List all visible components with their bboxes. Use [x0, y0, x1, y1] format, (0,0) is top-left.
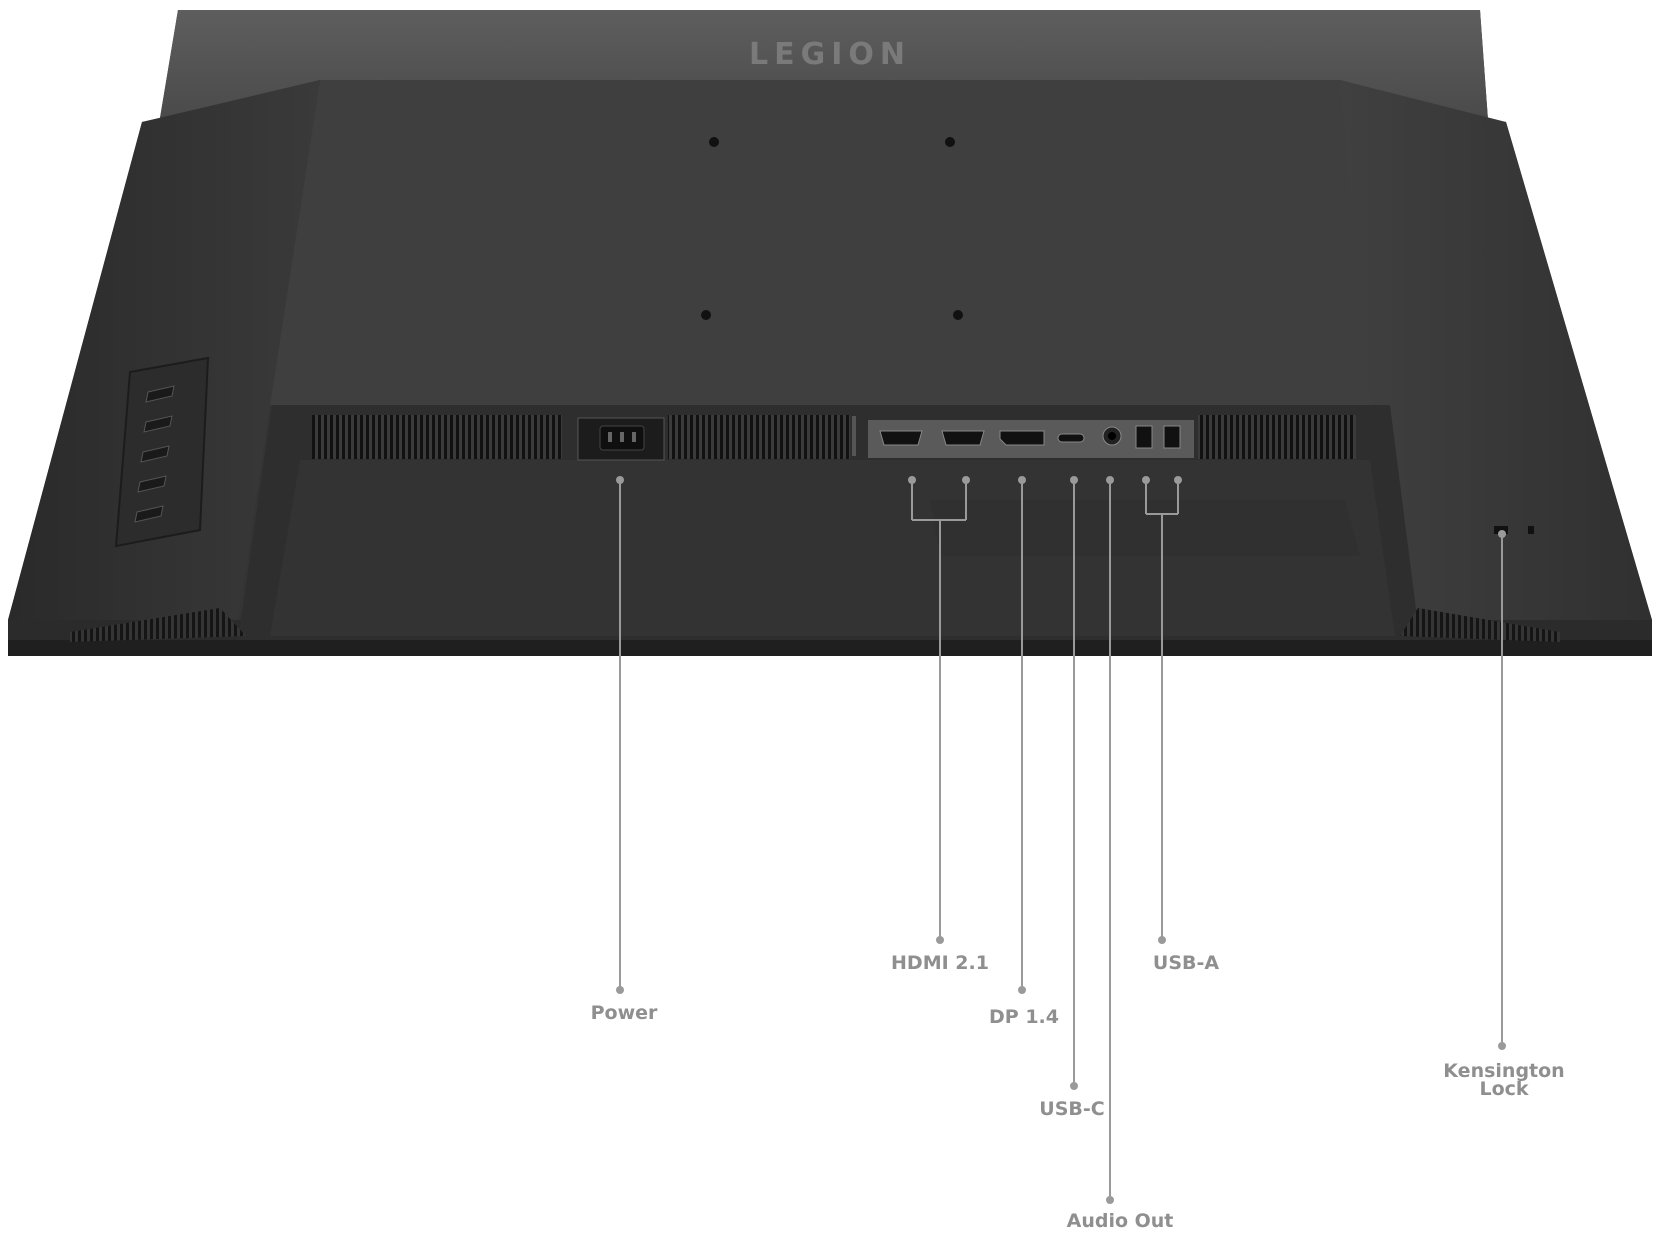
- rear-vents: [70, 415, 1560, 642]
- hdmi-port-icon: [879, 430, 985, 446]
- vesa-mount-hole-icon: [701, 137, 963, 320]
- osd-button-panel: [114, 356, 210, 548]
- kensington-lock-label: Kensington Lock: [1443, 1060, 1565, 1100]
- io-port-panel: [852, 416, 1194, 458]
- displayport-icon: [999, 430, 1045, 446]
- usbc-label: USB-C: [1039, 1098, 1105, 1120]
- power-label: Power: [590, 1002, 658, 1024]
- power-port: [577, 417, 665, 461]
- kensington-label-line1: Kensington: [1443, 1060, 1565, 1082]
- kensington-label-line2: Lock: [1479, 1078, 1529, 1100]
- monitor-chassis: [8, 10, 1652, 656]
- audio-out-label: Audio Out: [1066, 1210, 1174, 1232]
- audio-jack-icon: [1102, 426, 1122, 446]
- usb-a-label: USB-A: [1152, 952, 1220, 974]
- kensington-slot-icon: [1494, 526, 1534, 534]
- callout-dots: [616, 476, 1506, 1204]
- osd-button-icon[interactable]: [134, 385, 175, 523]
- dp-label: DP 1.4: [989, 1006, 1059, 1028]
- brand-logo: LEGION: [749, 37, 911, 72]
- hdmi-label: HDMI 2.1: [891, 952, 989, 974]
- usb-a-port-icon: [1135, 425, 1181, 449]
- usb-c-port-icon: [1057, 433, 1085, 443]
- callout-lines: [619, 480, 1503, 1200]
